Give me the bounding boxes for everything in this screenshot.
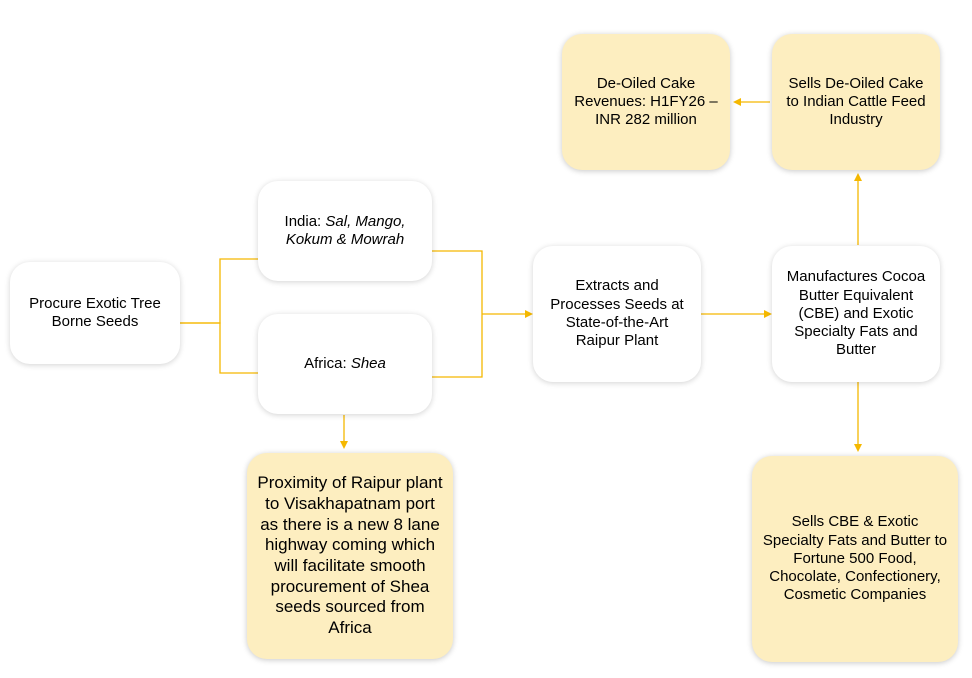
africa-prefix: Africa: bbox=[304, 354, 351, 372]
connector-procure-to-india bbox=[180, 258, 258, 324]
node-raipur-proximity: Proximity of Raipur plant to Visakhapatn… bbox=[247, 453, 453, 659]
node-raipur-proximity-label: Proximity of Raipur plant to Visakhapatn… bbox=[257, 473, 443, 638]
node-extracts-processes-label: Extracts and Processes Seeds at State-of… bbox=[550, 277, 684, 350]
node-africa-sources: Africa: Shea bbox=[258, 314, 432, 414]
node-sells-deoiled-cake-label: Sells De-Oiled Cake to Indian Cattle Fee… bbox=[786, 74, 926, 129]
india-prefix: India: bbox=[284, 212, 326, 230]
node-india-sources: India: Sal, Mango, Kokum & Mowrah bbox=[258, 181, 432, 281]
node-extracts-processes: Extracts and Processes Seeds at State-of… bbox=[533, 246, 701, 382]
node-deoiled-cake-revenue-label: De-Oiled Cake Revenues: H1FY26 – INR 282… bbox=[574, 74, 718, 129]
node-africa-sources-label: Africa: Shea bbox=[304, 355, 386, 373]
connector-africa-to-extracts bbox=[432, 314, 483, 378]
node-manufactures-cbe-label: Manufactures Cocoa Butter Equivalent (CB… bbox=[786, 268, 926, 359]
node-deoiled-cake-revenue: De-Oiled Cake Revenues: H1FY26 – INR 282… bbox=[562, 34, 730, 170]
node-sells-cbe: Sells CBE & Exotic Specialty Fats and Bu… bbox=[752, 456, 958, 662]
india-species: Sal, Mango, Kokum & Mowrah bbox=[285, 212, 406, 248]
connector-india-to-extracts bbox=[432, 250, 483, 314]
node-procure-seeds-label: Procure Exotic Tree Borne Seeds bbox=[29, 294, 161, 330]
africa-species: Shea bbox=[350, 354, 386, 372]
node-procure-seeds: Procure Exotic Tree Borne Seeds bbox=[10, 262, 180, 364]
node-manufactures-cbe: Manufactures Cocoa Butter Equivalent (CB… bbox=[772, 246, 940, 382]
node-sells-deoiled-cake: Sells De-Oiled Cake to Indian Cattle Fee… bbox=[772, 34, 940, 170]
node-sells-cbe-label: Sells CBE & Exotic Specialty Fats and Bu… bbox=[762, 513, 948, 604]
connector-procure-to-africa bbox=[180, 322, 258, 374]
node-india-sources-label: India: Sal, Mango, Kokum & Mowrah bbox=[268, 213, 422, 250]
